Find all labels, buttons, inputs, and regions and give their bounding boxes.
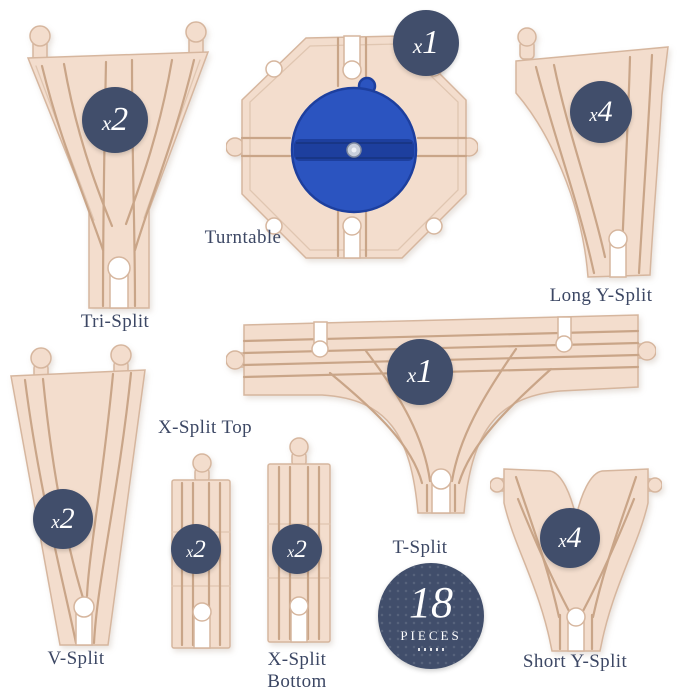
tick-marks-icon: [418, 648, 444, 651]
peg-icon: [29, 21, 207, 63]
label-v-split: V-Split: [47, 648, 105, 669]
peg-icon: [192, 453, 212, 483]
count-text: x4: [589, 95, 613, 128]
count-badge-long-y-split: x4: [570, 81, 632, 143]
label-x-split-top: X-Split Top: [157, 417, 253, 438]
label-tri-split: Tri-Split: [80, 311, 150, 332]
count-badge-t-split: x1: [387, 339, 453, 405]
tri-split-track-illustration: [26, 21, 210, 309]
total-pieces-label: PIECES: [400, 628, 462, 643]
count-text: x2: [287, 535, 307, 563]
count-text: x2: [186, 535, 206, 563]
count-badge-v-split: x2: [33, 489, 93, 549]
count-text: x2: [51, 502, 75, 535]
count-text: x4: [558, 521, 582, 554]
count-text: x1: [412, 24, 440, 61]
notch-icon: [608, 229, 628, 278]
notch-icon: [192, 602, 212, 649]
count-text: x1: [406, 353, 434, 390]
label-t-split: T-Split: [392, 537, 448, 558]
total-pieces-badge: 18 PIECES: [378, 563, 484, 669]
notch-icon: [73, 596, 95, 646]
count-badge-tri-split: x2: [82, 87, 148, 153]
notch-icon: [107, 256, 131, 309]
label-turntable: Turntable: [204, 227, 282, 248]
turntable-illustration: [226, 35, 478, 259]
label-short-y-split: Short Y-Split: [522, 651, 628, 672]
label-long-y-split: Long Y-Split: [549, 285, 653, 306]
count-badge-x-split-bottom: x2: [272, 524, 322, 574]
count-badge-turntable: x1: [393, 10, 459, 76]
notch-icon: [311, 316, 573, 514]
long-y-split-track-illustration: [515, 27, 669, 278]
peg-icon: [517, 27, 537, 60]
count-badge-short-y-split: x4: [540, 508, 600, 568]
notch-icon: [566, 607, 586, 652]
label-x-split-bottom: X-Split Bottom: [267, 649, 327, 688]
count-text: x2: [101, 101, 129, 138]
count-badge-x-split-top: x2: [171, 524, 221, 574]
total-pieces-number: 18: [409, 578, 453, 627]
notch-icon: [289, 596, 309, 643]
turntable-disc: [290, 76, 418, 214]
